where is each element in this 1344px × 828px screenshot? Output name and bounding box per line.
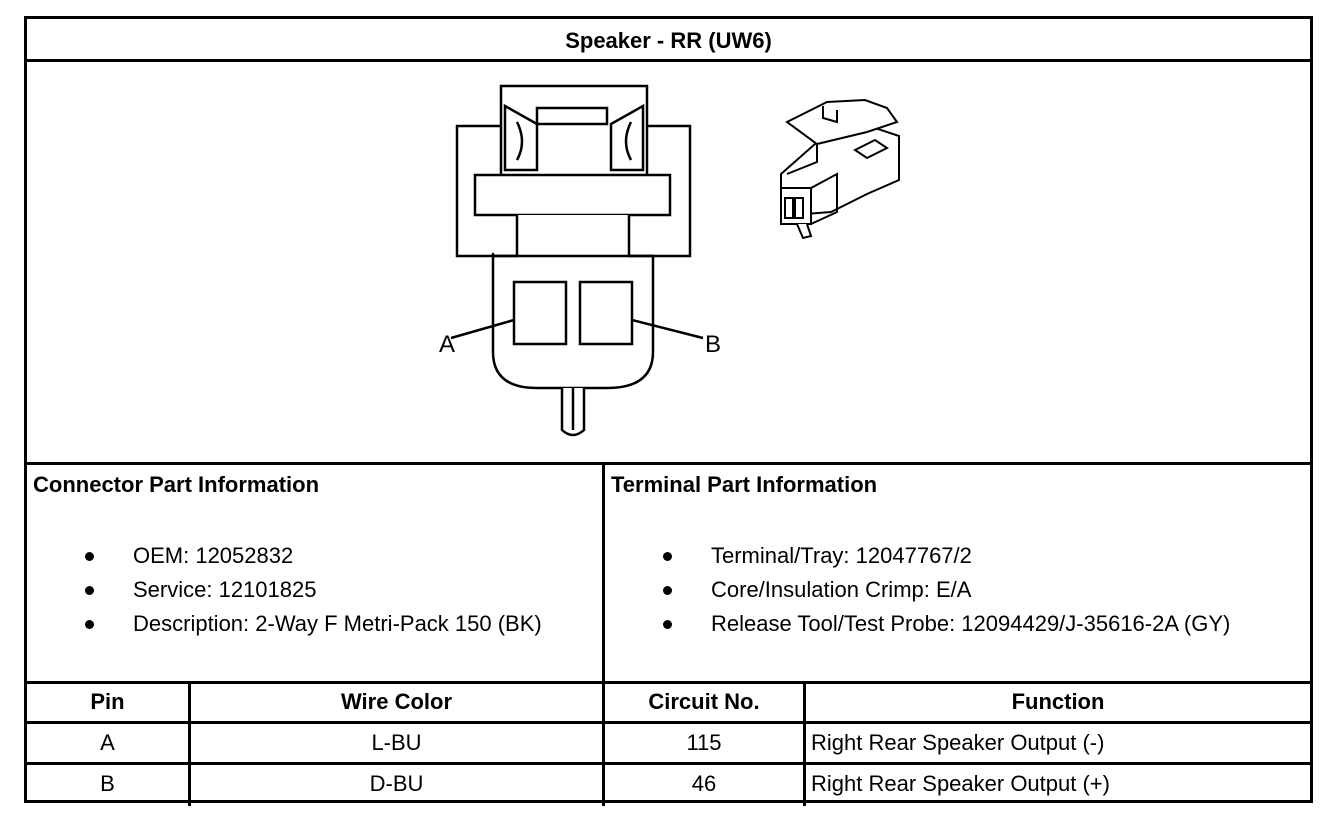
list-item: OEM: 12052832 [85, 539, 542, 573]
list-item: Terminal/Tray: 12047767/2 [663, 539, 1230, 573]
bullet-icon [85, 586, 94, 595]
divider [602, 462, 605, 681]
column-header-circuit: Circuit No. [648, 689, 760, 714]
divider [27, 462, 1310, 465]
table-cell-function: Right Rear Speaker Output (-) [811, 730, 1105, 755]
list-item: Core/Insulation Crimp: E/A [663, 573, 1230, 607]
connector-sheet: Speaker - RR (UW6) [24, 16, 1313, 806]
table-cell-circuit: 46 [691, 771, 717, 796]
table-cell-function: Right Rear Speaker Output (+) [811, 771, 1110, 796]
table-cell-pin: A [100, 730, 115, 755]
bullet-icon [663, 586, 672, 595]
bullet-icon [85, 620, 94, 629]
list-item: Description: 2-Way F Metri-Pack 150 (BK) [85, 607, 542, 641]
column-header-wire-color: Wire Color [340, 689, 453, 714]
divider [27, 681, 1310, 684]
list-item: Release Tool/Test Probe: 12094429/J-3561… [663, 607, 1230, 641]
bullet-icon [663, 620, 672, 629]
divider [27, 59, 1310, 62]
table-cell-wire-color: D-BU [369, 771, 424, 796]
bullet-icon [663, 552, 672, 561]
bullet-icon [85, 552, 94, 561]
connector-isometric-view [780, 98, 900, 240]
divider [27, 721, 1310, 724]
page-title: Speaker - RR (UW6) [565, 28, 772, 53]
divider [188, 681, 191, 806]
connector-info-heading: Connector Part Information [33, 472, 320, 497]
column-header-function: Function [1011, 689, 1105, 714]
pin-label-b: B [705, 331, 721, 358]
table-cell-circuit: 115 [686, 730, 722, 755]
connector-info-list: OEM: 12052832 Service: 12101825 Descript… [85, 539, 542, 641]
pin-label-a: A [439, 331, 455, 358]
connector-diagram: A B [439, 84, 900, 437]
divider [602, 681, 605, 806]
list-item: Service: 12101825 [85, 573, 542, 607]
divider [27, 762, 1310, 765]
connector-face-view [450, 84, 704, 437]
connector-figure: A B [27, 62, 1310, 462]
table-cell-wire-color: L-BU [371, 730, 422, 755]
terminal-info-heading: Terminal Part Information [611, 472, 878, 497]
table-cell-pin: B [100, 771, 115, 796]
terminal-info-list: Terminal/Tray: 12047767/2 Core/Insulatio… [663, 539, 1230, 641]
column-header-pin: Pin [90, 689, 125, 714]
divider [803, 681, 806, 806]
